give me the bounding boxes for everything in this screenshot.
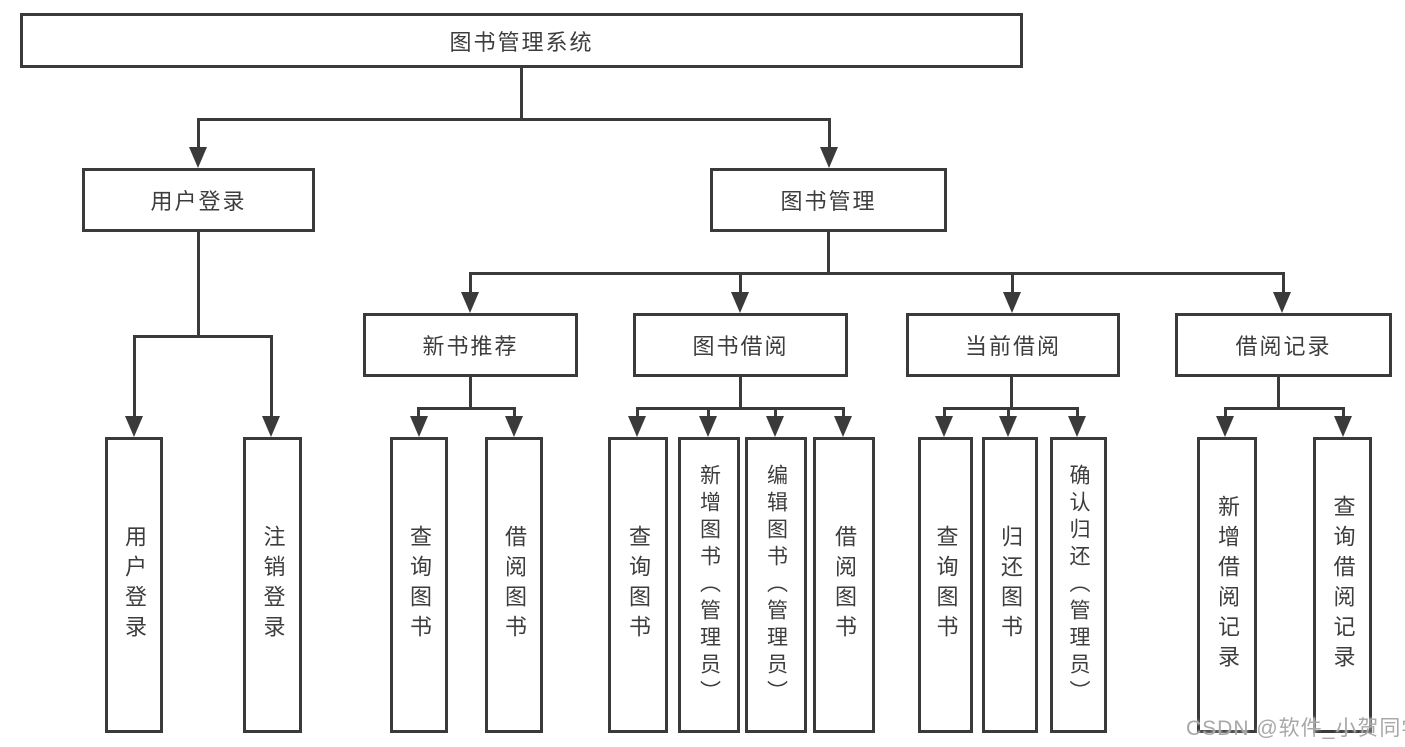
- node-user-login-label: 用户登录: [150, 189, 247, 214]
- node-borrowing-records-label: 借阅记录: [1235, 334, 1332, 359]
- connector-line-horizontal: [469, 272, 1285, 275]
- leaf-edit-books-admin-label: 编辑图书（管理员）: [764, 463, 788, 707]
- arrow-down-icon: [125, 416, 143, 437]
- connector-line-vertical: [1007, 407, 1010, 419]
- arrow-down-icon: [189, 147, 207, 168]
- connector-line-horizontal: [417, 407, 516, 410]
- connector-line-vertical: [636, 407, 639, 419]
- connector-line-vertical: [270, 335, 273, 417]
- connector-line-vertical: [739, 377, 742, 407]
- connector-line-vertical: [520, 68, 523, 118]
- node-new-book-recommend-label: 新书推荐: [422, 334, 519, 359]
- node-root: 图书管理系统: [20, 13, 1023, 68]
- leaf-add-books-admin-label: 新增图书（管理员）: [697, 463, 721, 707]
- arrow-down-icon: [1334, 416, 1352, 437]
- leaf-add-borrow-record: 新增借阅记录: [1197, 437, 1257, 733]
- connector-line-vertical: [842, 407, 845, 419]
- arrow-down-icon: [1068, 416, 1086, 437]
- leaf-search-books-borrowing: 查询图书: [608, 437, 668, 733]
- node-current-borrowing: 当前借阅: [906, 313, 1120, 377]
- connector-line-vertical: [469, 377, 472, 407]
- leaf-search-borrow-record: 查询借阅记录: [1313, 437, 1372, 733]
- node-current-borrowing-label: 当前借阅: [964, 334, 1061, 359]
- connector-line-vertical: [513, 407, 516, 419]
- leaf-search-books-current-label: 查询图书: [933, 525, 959, 645]
- leaf-confirm-return-admin: 确认归还（管理员）: [1050, 437, 1107, 733]
- arrow-down-icon: [935, 416, 953, 437]
- leaf-search-books-borrowing-label: 查询图书: [626, 525, 651, 645]
- arrow-down-icon: [1216, 416, 1234, 437]
- leaf-search-books-recommend: 查询图书: [390, 437, 448, 733]
- node-book-borrowing-label: 图书借阅: [692, 334, 789, 359]
- connector-line-vertical: [417, 407, 420, 419]
- leaf-confirm-return-admin-label: 确认归还（管理员）: [1067, 463, 1090, 707]
- connector-line-vertical: [1282, 272, 1285, 295]
- leaf-user-login-label: 用户登录: [122, 525, 147, 645]
- arrow-down-icon: [505, 416, 523, 437]
- connector-line-vertical: [1076, 407, 1079, 419]
- leaf-user-login: 用户登录: [105, 437, 163, 733]
- leaf-borrow-books-borrowing-label: 借阅图书: [832, 525, 857, 645]
- arrow-down-icon: [628, 416, 646, 437]
- leaf-search-borrow-record-label: 查询借阅记录: [1330, 495, 1356, 675]
- leaf-search-books-current: 查询图书: [918, 437, 973, 733]
- connector-line-vertical: [1010, 377, 1013, 407]
- node-root-label: 图书管理系统: [449, 29, 594, 55]
- leaf-borrow-books-recommend: 借阅图书: [485, 437, 543, 733]
- leaf-add-borrow-record-label: 新增借阅记录: [1215, 495, 1240, 675]
- connector-line-horizontal: [943, 407, 1079, 410]
- connector-line-vertical: [739, 272, 742, 295]
- arrow-down-icon: [820, 147, 838, 168]
- leaf-return-books: 归还图书: [982, 437, 1038, 733]
- arrow-down-icon: [1003, 292, 1021, 313]
- arrow-down-icon: [1273, 292, 1291, 313]
- connector-line-vertical: [827, 232, 830, 272]
- leaf-add-books-admin: 新增图书（管理员）: [678, 437, 740, 733]
- connector-line-vertical: [774, 407, 777, 419]
- leaf-logout-label: 注销登录: [260, 525, 286, 645]
- connector-line-horizontal: [1224, 407, 1345, 410]
- node-new-book-recommend: 新书推荐: [363, 313, 578, 377]
- connector-line-vertical: [707, 407, 710, 419]
- node-book-borrowing: 图书借阅: [633, 313, 848, 377]
- arrow-down-icon: [834, 416, 852, 437]
- connector-line-vertical: [828, 118, 831, 150]
- leaf-borrow-books-borrowing: 借阅图书: [813, 437, 875, 733]
- leaf-edit-books-admin: 编辑图书（管理员）: [745, 437, 807, 733]
- connector-line-horizontal: [636, 407, 845, 410]
- arrow-down-icon: [999, 416, 1017, 437]
- leaf-borrow-books-recommend-label: 借阅图书: [502, 525, 527, 645]
- connector-line-vertical: [197, 232, 200, 335]
- leaf-logout: 注销登录: [243, 437, 302, 733]
- arrow-down-icon: [766, 416, 784, 437]
- arrow-down-icon: [461, 292, 479, 313]
- node-book-management-label: 图书管理: [780, 189, 877, 214]
- node-book-management: 图书管理: [710, 168, 947, 232]
- csdn-watermark: CSDN @软件_小贺同学: [1186, 717, 1405, 740]
- connector-line-vertical: [1224, 407, 1227, 419]
- leaf-return-books-label: 归还图书: [998, 525, 1023, 645]
- connector-line-vertical: [133, 335, 136, 417]
- arrow-down-icon: [699, 416, 717, 437]
- node-borrowing-records: 借阅记录: [1175, 313, 1392, 377]
- connector-line-vertical: [1011, 272, 1014, 295]
- connector-line-vertical: [469, 272, 472, 295]
- connector-line-vertical: [1277, 377, 1280, 407]
- arrow-down-icon: [262, 416, 280, 437]
- leaf-search-books-recommend-label: 查询图书: [407, 525, 432, 645]
- connector-line-horizontal: [197, 118, 831, 121]
- arrow-down-icon: [731, 292, 749, 313]
- connector-line-vertical: [1342, 407, 1345, 419]
- connector-line-vertical: [197, 118, 200, 150]
- connector-line-horizontal: [133, 335, 273, 338]
- connector-line-vertical: [943, 407, 946, 419]
- arrow-down-icon: [410, 416, 428, 437]
- node-user-login: 用户登录: [82, 168, 315, 232]
